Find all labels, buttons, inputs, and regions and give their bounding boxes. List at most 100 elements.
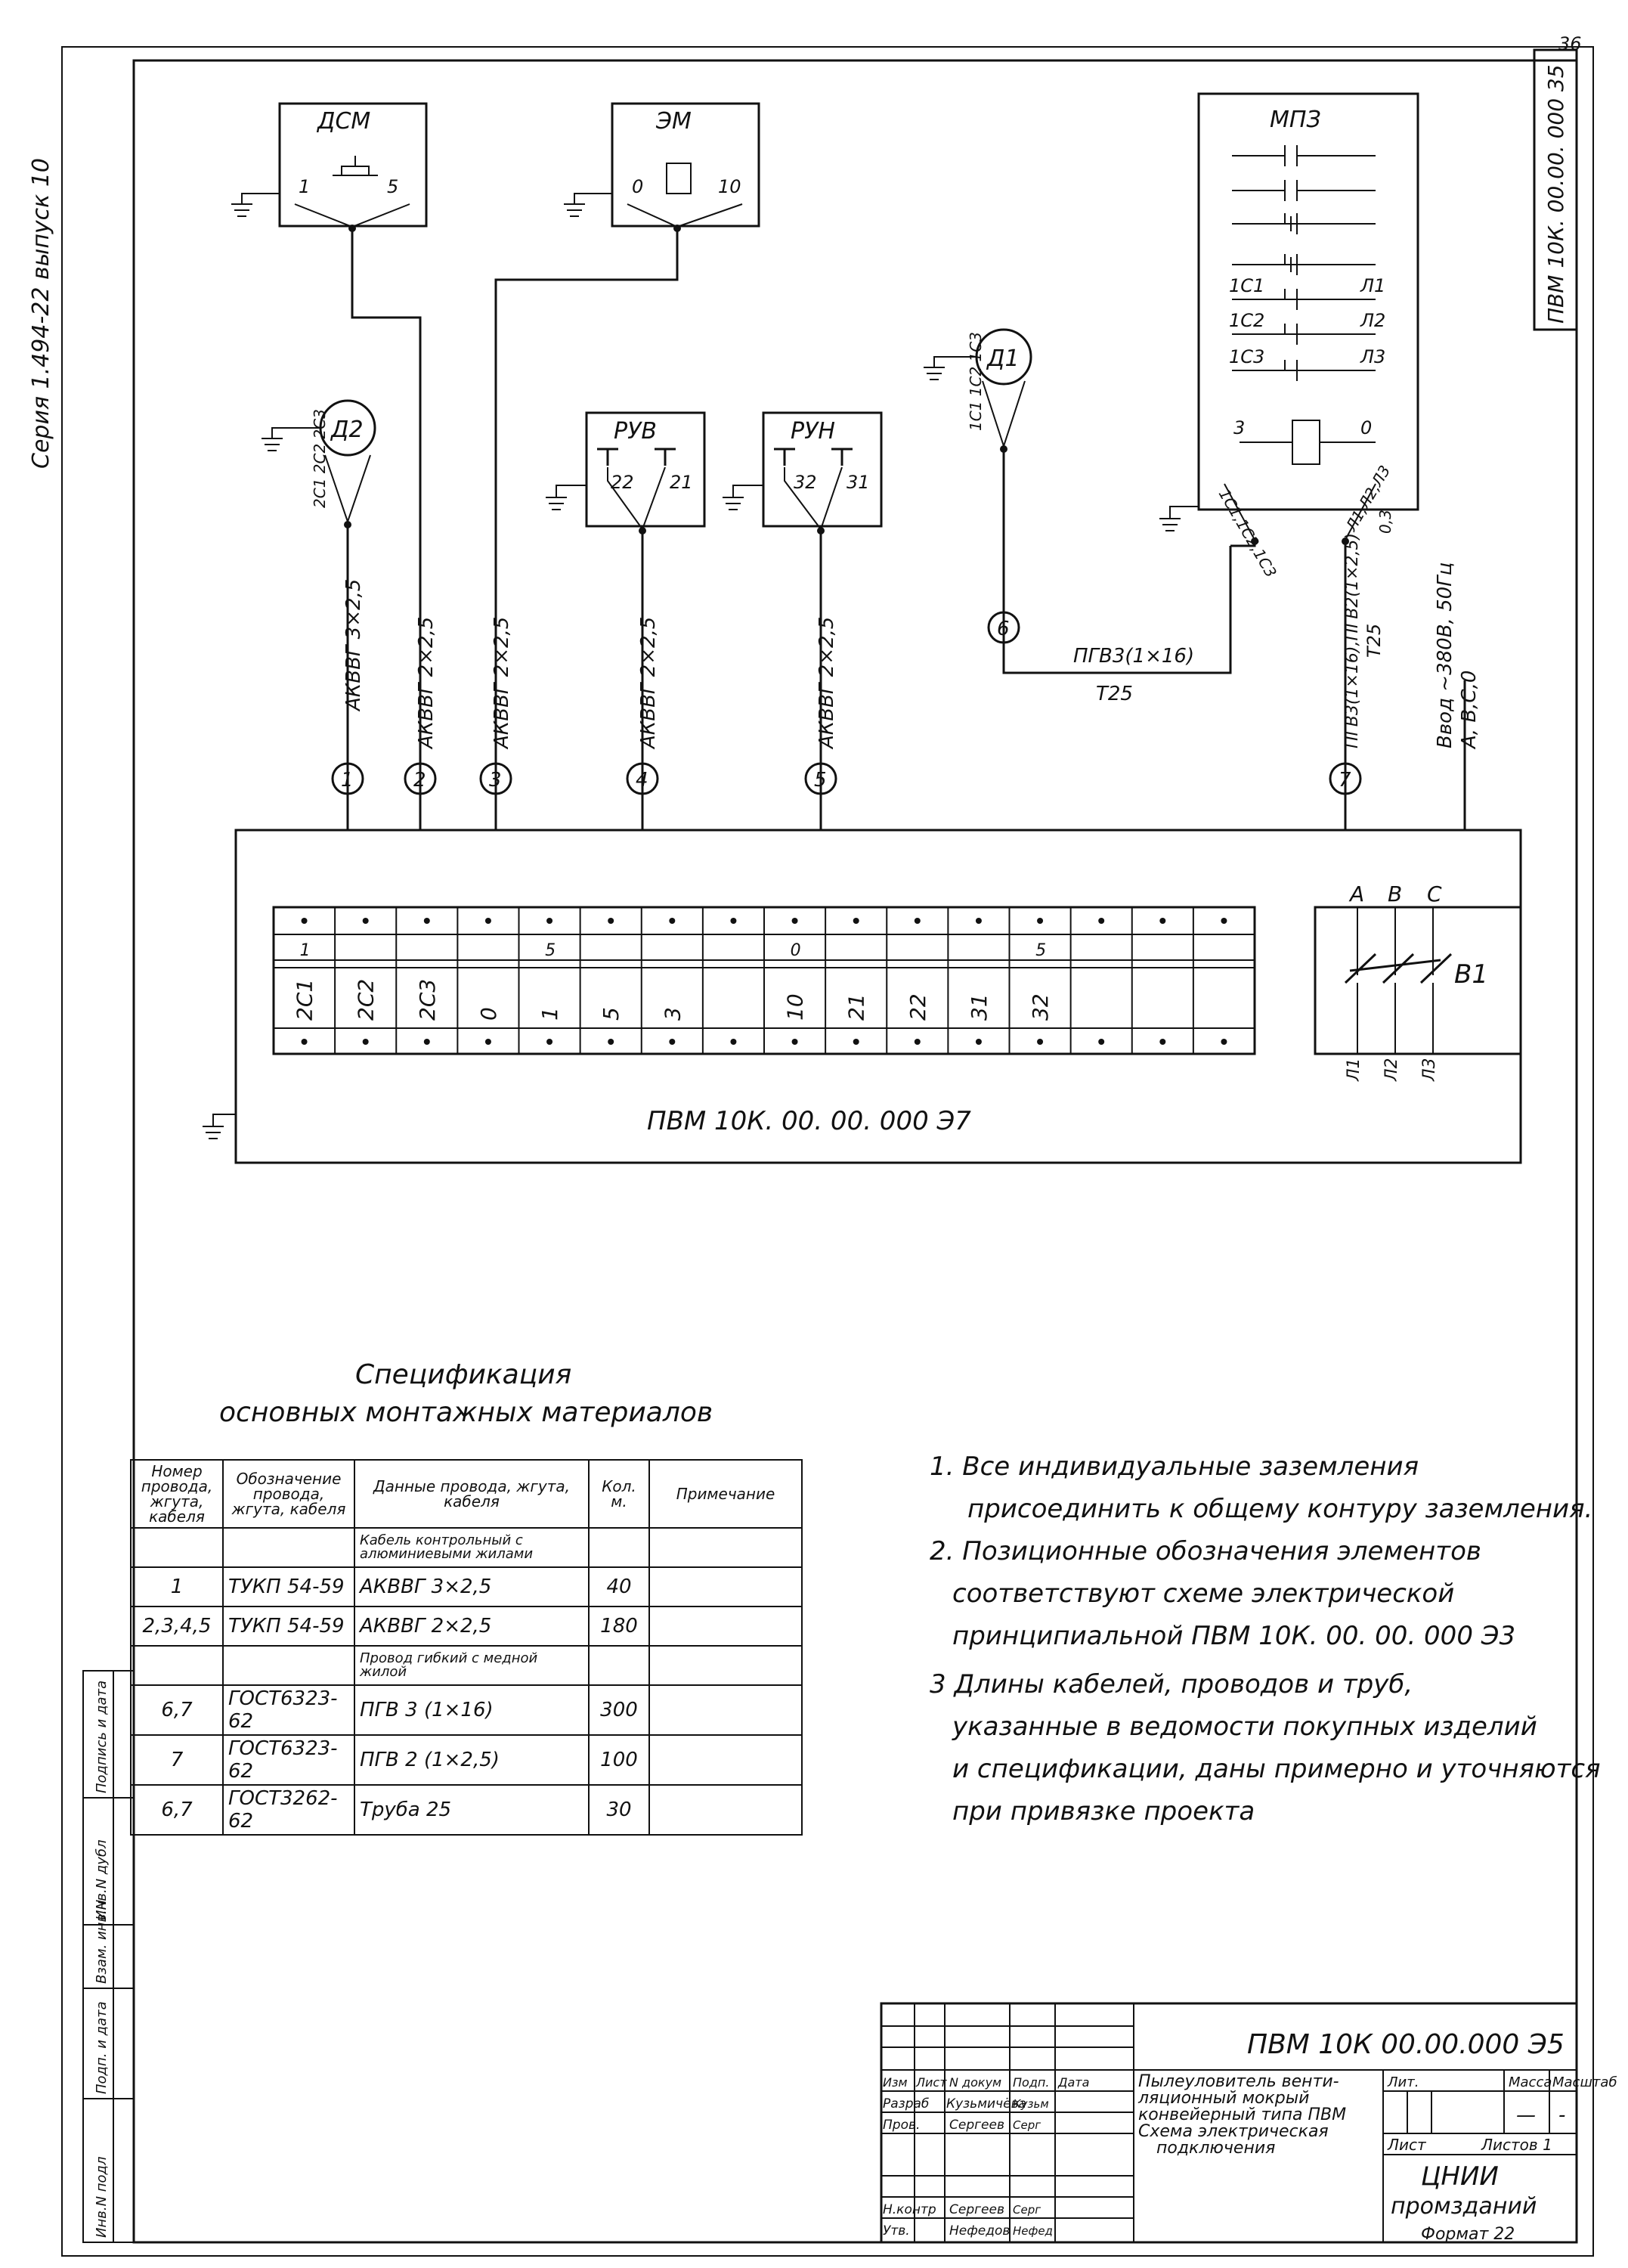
tb-col-list: Лист <box>915 2075 947 2090</box>
mpz-contact-1-right: Л1 <box>1360 275 1385 296</box>
spec-cell-num: 2,3,4,5 <box>130 1606 224 1647</box>
tb-name1: Пылеуловитель венти- <box>1138 2072 1339 2091</box>
terminal-screw <box>423 1039 430 1045</box>
stamp-text: ПВМ 10К. 00.00. 000 35 <box>1543 64 1568 324</box>
terminal-screw <box>1037 1039 1044 1045</box>
stamp-box <box>1533 48 1578 331</box>
cable-6-label: ПГВ3(1×16) <box>1073 645 1194 668</box>
mpz-contact-2-left: 1С2 <box>1229 310 1264 331</box>
cable-4-num: 4 <box>636 769 648 792</box>
spec-cell-num: 1 <box>130 1566 224 1607</box>
ruv-device: РУВ 22 21 <box>546 411 706 830</box>
cable-2-label: АКВВГ 2×2,5 <box>415 617 438 750</box>
dsm-pin5: 5 <box>387 176 398 197</box>
terminal-screw <box>791 918 798 924</box>
cable-markers: 1 2 3 4 5 6 7 <box>331 611 1362 795</box>
note-3d: при привязке проекта <box>952 1796 1255 1826</box>
mpz-out-right2: 0,3 <box>1376 510 1394 534</box>
terminal-screw <box>730 1039 737 1045</box>
tb-r2-sign: Серг <box>1013 2118 1041 2132</box>
terminal-screw <box>1159 1039 1166 1045</box>
cable-7-sub: Т25 <box>1363 624 1385 658</box>
terminal-screw <box>484 1039 491 1045</box>
switch-l2: Л2 <box>1382 1058 1401 1082</box>
terminal-screw <box>1221 1039 1227 1045</box>
strip-replace: Взам. инв.N <box>94 1900 110 1984</box>
terminal-screw <box>1159 918 1166 924</box>
spec-h-num: Номер провода, жгута, кабеля <box>130 1459 224 1529</box>
tb-mass: Масса <box>1509 2074 1552 2090</box>
spec-title1: Спецификация <box>355 1359 571 1390</box>
terminal-screw <box>1037 918 1044 924</box>
tb-col-doc: N докум <box>949 2075 1001 2090</box>
mpz-out-left: 1С1,1С2,1С3 <box>1215 486 1280 581</box>
tb-mass-val: — <box>1516 2104 1536 2127</box>
spec-cell-doc <box>222 1645 355 1686</box>
terminal-label: 10 <box>783 993 808 1021</box>
em-device: ЭМ 0 10 <box>564 102 760 232</box>
spec-cell-num <box>130 1645 224 1686</box>
tb-r1-role: Разраб <box>883 2096 929 2112</box>
switch-c: С <box>1427 881 1442 906</box>
spec-row: Кабель контрольный с алюминиевыми жилами <box>130 1527 803 1568</box>
terminal-top-mark: 5 <box>545 941 556 960</box>
mpz-device: МПЗ 1С1 Л1 1С2 Л2 1С3 Л3 3 0 1С1,1С2,1С3… <box>1159 92 1419 830</box>
terminal-screw <box>914 918 921 924</box>
tb-r2-name: Сергеев <box>949 2118 1004 2133</box>
switch-l1: Л1 <box>1345 1058 1363 1082</box>
spec-cell-num: 6,7 <box>130 1784 224 1836</box>
terminal-screw <box>423 918 430 924</box>
series-label: Серия 1.494-22 выпуск 10 <box>28 158 54 469</box>
d1-wires: 1С1 1С2 1С3 <box>967 332 985 431</box>
terminal-screw <box>362 918 369 924</box>
terminal-label: 2С2 <box>354 979 379 1021</box>
tb-r2-role: Пров. <box>883 2118 920 2133</box>
spec-cell-num: 6,7 <box>130 1684 224 1736</box>
terminal-screw <box>301 918 308 924</box>
terminal-label: 21 <box>844 993 869 1021</box>
cable-5-num: 5 <box>814 769 827 792</box>
terminal-name: ПВМ 10К. 00. 00. 000 Э7 <box>647 1106 971 1136</box>
note-3a: 3 Длины кабелей, проводов и труб, <box>930 1669 1413 1699</box>
tb-lit: Лит. <box>1387 2074 1419 2090</box>
spec-cell-qty <box>588 1645 650 1686</box>
terminal-screw <box>608 918 614 924</box>
d2-wires: 2С1 2С2 2С3 <box>311 409 329 508</box>
spec-h-doc: Обозначение провода, жгута, кабеля <box>222 1459 355 1529</box>
spec-cell-note <box>648 1606 803 1647</box>
terminal-label: 31 <box>967 993 992 1021</box>
spec-cell-doc: ТУКП 54-59 <box>222 1566 355 1607</box>
terminal-screw <box>975 918 982 924</box>
dsm-device: ДСМ 1 5 <box>231 102 428 232</box>
tb-col-date: Дата <box>1057 2075 1089 2090</box>
d2-motor: Д2 2С1 2С2 2С3 <box>262 399 376 830</box>
cable-1-num: 1 <box>341 769 354 792</box>
terminal-screw <box>546 1039 553 1045</box>
switch-l3: Л3 <box>1420 1058 1439 1082</box>
spec-cell-note <box>648 1527 803 1568</box>
spec-cell-qty: 180 <box>588 1606 650 1647</box>
tb-name4: Схема электрическая <box>1138 2122 1329 2141</box>
strip-inv: Инв.N подл <box>94 2157 110 2238</box>
spec-cell-data: АКВВГ 2×2,5 <box>354 1606 590 1647</box>
terminal-screw <box>301 1039 308 1045</box>
strip-sign: Подпись и дата <box>94 1681 110 1793</box>
spec-cell-qty: 300 <box>588 1684 650 1736</box>
dsm-label: ДСМ <box>316 108 370 135</box>
sheet-number: 36 <box>1558 33 1582 54</box>
dsm-pin1: 1 <box>299 176 310 197</box>
tb-name3: конвейерный типа ПВМ <box>1138 2105 1346 2124</box>
notes: 1. Все индивидуальные заземления присоед… <box>930 1445 1601 1833</box>
spec-cell-doc: ГОСТ3262-62 <box>222 1784 355 1836</box>
terminal-screw <box>853 1039 859 1045</box>
spec-cell-num: 7 <box>130 1734 224 1786</box>
spec-table: Номер провода, жгута, кабеля Обозначение… <box>130 1459 803 1836</box>
spec-cell-doc: ГОСТ6323-62 <box>222 1734 355 1786</box>
tb-r3-role: Н.контр <box>883 2202 936 2217</box>
em-label: ЭМ <box>655 108 692 135</box>
tb-doc: ПВМ 10К 00.00.000 Э5 <box>1247 2029 1565 2060</box>
d1-motor: Д1 1С1 1С2 1С3 <box>924 328 1232 674</box>
